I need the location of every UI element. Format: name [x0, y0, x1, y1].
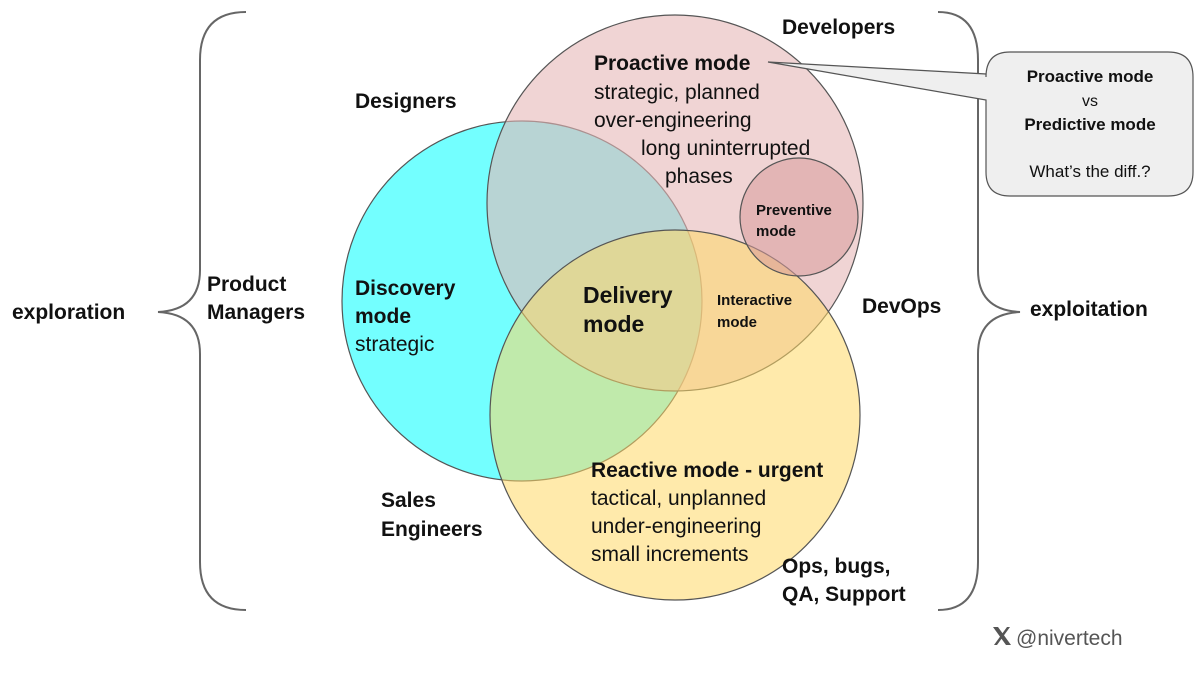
- discovery-mode-title: Discovery mode: [355, 277, 461, 328]
- ops-label: Ops, bugs, QA, Support: [782, 555, 906, 606]
- reactive-line-1: tactical, unplanned: [591, 487, 766, 510]
- callout-line-3: Predictive mode: [1024, 115, 1155, 134]
- credit-handle: @nivertech: [1016, 627, 1123, 650]
- delivery-line-2: mode: [583, 311, 644, 337]
- discovery-line-1: Discovery: [355, 277, 456, 300]
- designers-label: Designers: [355, 90, 457, 113]
- reactive-line-2: under-engineering: [591, 515, 761, 538]
- sales-engineers-line-1: Sales: [381, 489, 436, 512]
- reactive-mode-title: Reactive mode - urgent: [591, 459, 823, 482]
- proactive-line-2: over-engineering: [594, 109, 752, 132]
- proactive-line-4: phases: [665, 165, 733, 188]
- exploration-label: exploration: [12, 301, 125, 324]
- discovery-mode-description: strategic: [355, 333, 434, 356]
- sales-engineers-label: Sales Engineers: [381, 489, 483, 541]
- reactive-line-3: small increments: [591, 543, 749, 566]
- preventive-line-2: mode: [756, 223, 796, 240]
- discovery-line-2: mode: [355, 305, 411, 328]
- preventive-mode-label: Preventive mode: [756, 202, 836, 240]
- callout-line-4: What’s the diff.?: [1029, 162, 1150, 181]
- delivery-mode-label: Delivery mode: [583, 282, 679, 337]
- callout-line-2: vs: [1082, 93, 1098, 110]
- x-logo-icon: [993, 627, 1011, 645]
- developers-label: Developers: [782, 16, 895, 39]
- reactive-mode-circle: [489, 229, 861, 601]
- preventive-mode-circle: [739, 157, 859, 277]
- devops-label: DevOps: [862, 295, 941, 318]
- interactive-mode-label: Interactive mode: [717, 292, 796, 331]
- sales-engineers-line-2: Engineers: [381, 518, 483, 541]
- right-brace: [937, 11, 1021, 611]
- reactive-mode-description: tactical, unplanned under-engineering sm…: [591, 487, 772, 566]
- exploitation-label: exploitation: [1030, 298, 1148, 321]
- product-managers-label: Product Managers: [207, 273, 305, 324]
- callout-bubble: [767, 51, 1194, 197]
- proactive-line-1: strategic, planned: [594, 81, 760, 104]
- proactive-line-3: long uninterrupted: [641, 137, 810, 160]
- product-managers-line-2: Managers: [207, 301, 305, 324]
- callout-line-1: Proactive mode: [1027, 67, 1154, 86]
- delivery-line-1: Delivery: [583, 282, 673, 308]
- interactive-line-2: mode: [717, 314, 757, 331]
- preventive-line-1: Preventive: [756, 202, 832, 219]
- interactive-line-1: Interactive: [717, 292, 792, 309]
- proactive-mode-title: Proactive mode: [594, 52, 750, 75]
- ops-line-1: Ops, bugs,: [782, 555, 891, 578]
- proactive-mode-description: strategic, planned over-engineering long…: [594, 81, 816, 188]
- ops-line-2: QA, Support: [782, 583, 906, 606]
- left-brace: [157, 11, 247, 611]
- product-managers-line-1: Product: [207, 273, 286, 296]
